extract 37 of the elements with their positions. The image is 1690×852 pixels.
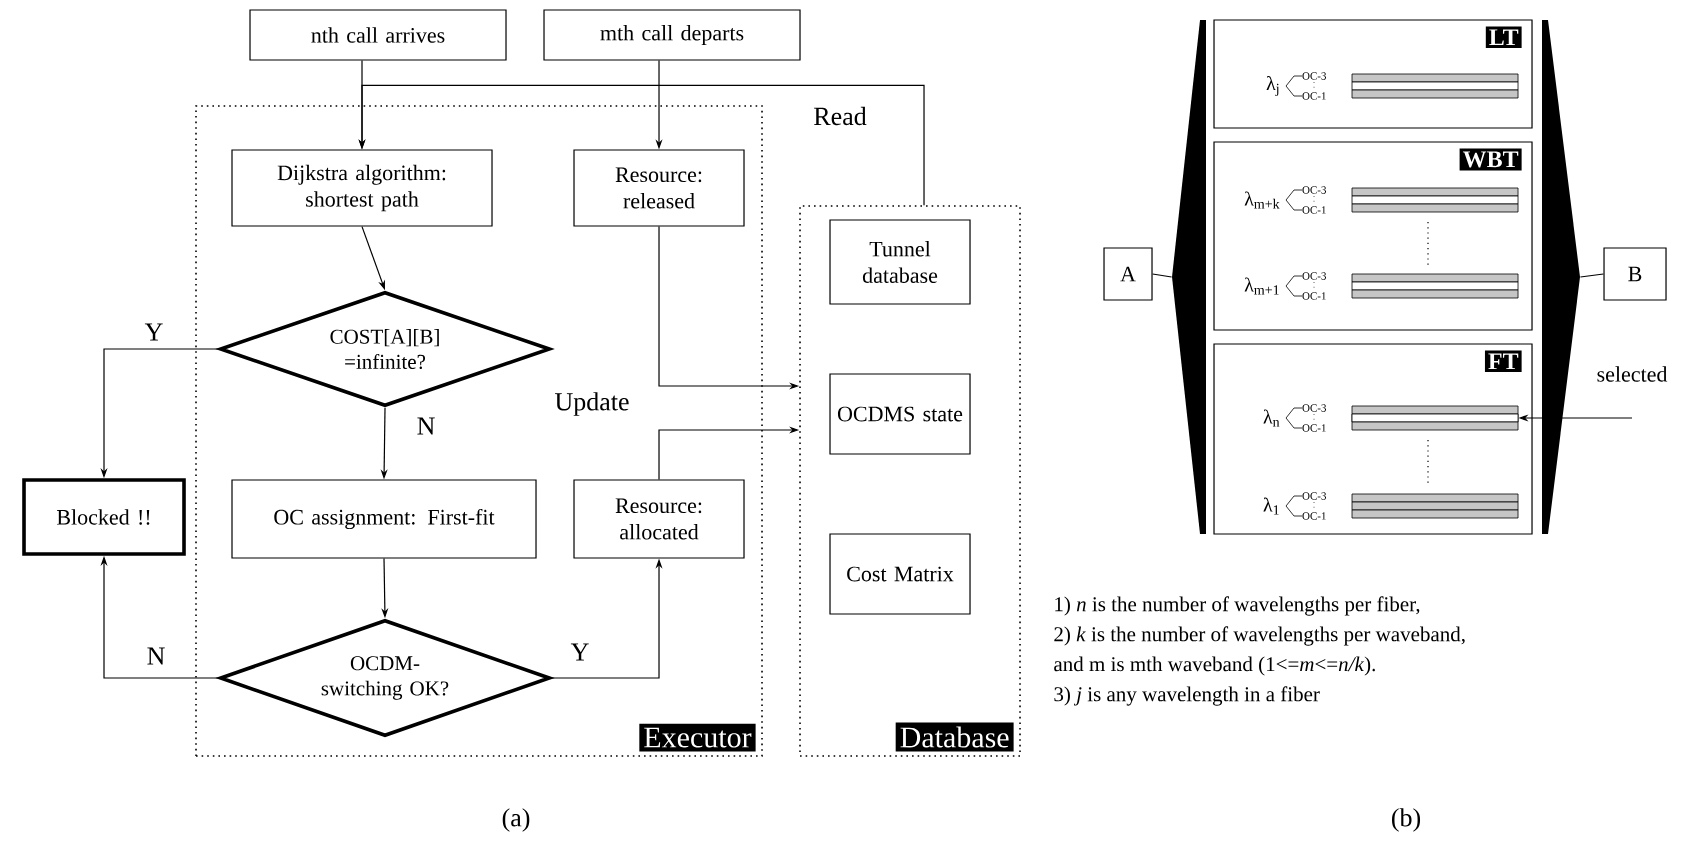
fiber-wedge — [1542, 20, 1580, 534]
note-text: 2) k is the number of wavelengths per waveband, — [1054, 626, 1465, 646]
process-box: Resource: allocated — [573, 479, 745, 559]
edge-label: Update — [552, 390, 632, 418]
edge-label: N — [414, 415, 438, 437]
process-box: Tunnel database — [829, 219, 971, 305]
process-box: Cost Matrix — [829, 533, 971, 615]
callout-text: selected — [1597, 366, 1668, 382]
event-box: mth call departs — [543, 9, 801, 61]
panel-title: WBT — [1459, 148, 1522, 171]
note-text: 3) j is any wavelength in a fiber — [1054, 686, 1320, 706]
result-box: Blocked !! — [22, 478, 186, 556]
wavelength-label: λ$_{j}$ — [1266, 75, 1279, 97]
wavelength-label: λ$_{m+1}$ — [1244, 277, 1279, 295]
frame-title: Executor — [639, 723, 756, 752]
fiber-wedge — [1172, 20, 1206, 534]
wavelength-label: λ$_{m+k}$ — [1244, 191, 1280, 209]
panel-title: FT — [1484, 350, 1522, 373]
event-box: nth call arrives — [249, 9, 507, 61]
panel-caption: (a) — [502, 808, 530, 832]
process-box: A — [1103, 247, 1153, 301]
panel-caption: (b) — [1392, 808, 1421, 832]
note-text: and m is mth waveband (1<=m<=n/k). — [1054, 656, 1375, 676]
wavelength-label: λ$_{1}$ — [1263, 497, 1279, 515]
wavelength-label: λ$_{n}$ — [1263, 409, 1280, 427]
process-box: Resource: released — [573, 149, 745, 227]
note-text: 1) n is the number of wavelengths per fiber, — [1055, 596, 1420, 616]
edge-label: Read — [811, 104, 869, 128]
process-box: Dijkstra algorithm: shortest path — [231, 149, 493, 227]
frame-title: Database — [895, 722, 1014, 752]
process-box: B — [1603, 247, 1667, 301]
process-box: OC assignment: First-fit — [231, 479, 537, 559]
edge-label: N — [144, 645, 168, 667]
edge-label: Y — [568, 641, 592, 663]
process-box: OCDMS state — [829, 373, 971, 455]
edge-label: Y — [142, 321, 166, 343]
panel-title: LT — [1485, 26, 1522, 49]
